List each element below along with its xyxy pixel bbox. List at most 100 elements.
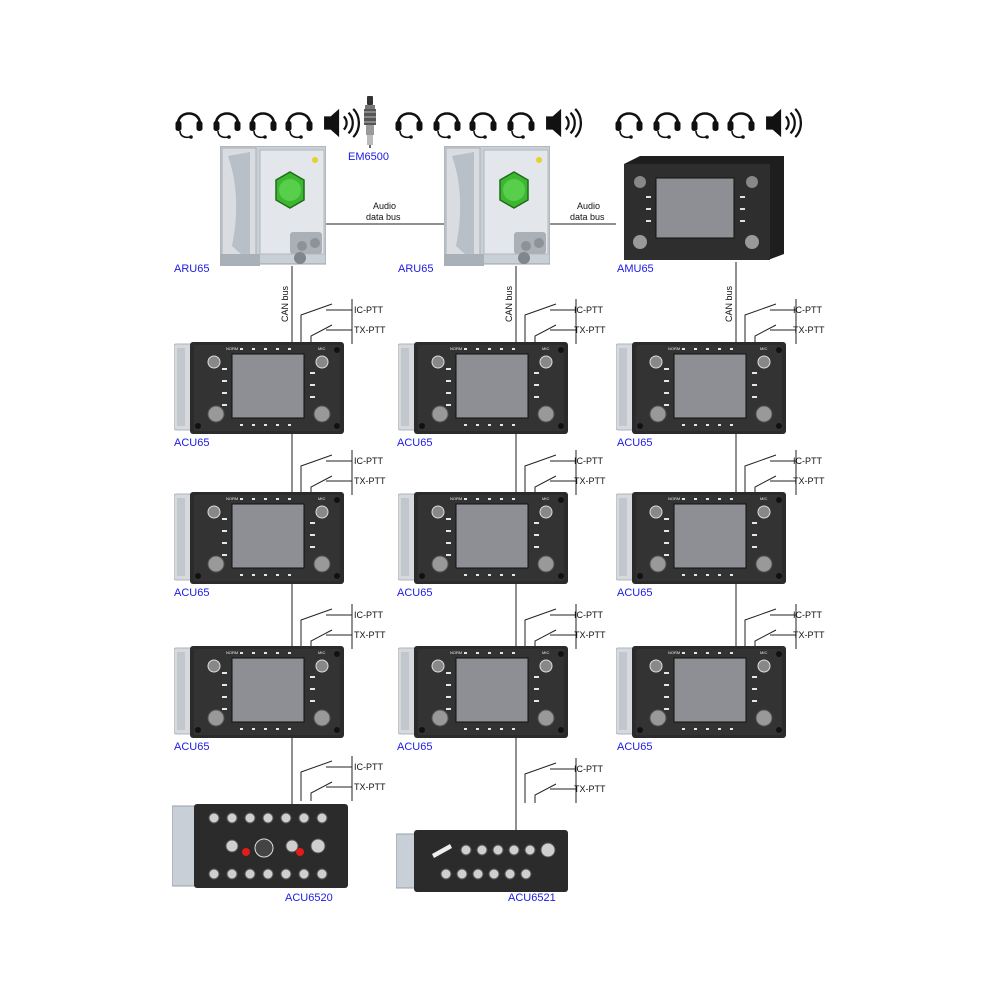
- ic-ptt-label: IC-PTT: [354, 456, 383, 466]
- headset-icon: [248, 112, 278, 140]
- acu65-label: ACU65: [397, 587, 432, 599]
- key-mic-label: MIC: [318, 650, 325, 655]
- acu65-label: ACU65: [174, 437, 209, 449]
- audio-bus-label-left-line2: data bus: [366, 212, 401, 222]
- acu65-label: ACU65: [174, 587, 209, 599]
- headset-group-right: [614, 107, 802, 140]
- acu65-label: ACU65: [174, 741, 209, 753]
- headset-icon: [284, 112, 314, 140]
- switch-icon: [744, 603, 797, 650]
- tx-ptt-label: TX-PTT: [793, 476, 825, 486]
- ptt-switch-group: IC-PTT TX-PTT: [300, 449, 386, 496]
- acu6520-label: ACU6520: [285, 892, 333, 904]
- key-mic-label: MIC: [760, 650, 767, 655]
- acu65-unit: NORM MIC: [174, 342, 344, 434]
- key-norm-label: NORM: [668, 346, 680, 351]
- ic-ptt-label: IC-PTT: [354, 762, 383, 772]
- ptt-switch-group: IC-PTT TX-PTT: [744, 298, 825, 345]
- acu65-label: ACU65: [617, 741, 652, 753]
- switch-icon: [524, 298, 577, 345]
- ptt-switch-group: IC-PTT TX-PTT: [300, 603, 386, 650]
- can-bus-label-right: CAN bus: [724, 285, 734, 322]
- headset-icon: [506, 112, 536, 140]
- tx-ptt-label: TX-PTT: [574, 630, 606, 640]
- key-mic-label: MIC: [542, 346, 549, 351]
- acu65-unit: NORM MIC: [398, 342, 568, 434]
- switch-icon: [300, 298, 353, 345]
- ptt-switch-group: IC-PTT TX-PTT: [300, 755, 386, 802]
- acu65-unit: NORM MIC: [174, 646, 344, 738]
- can-bus-label-center: CAN bus: [504, 285, 514, 322]
- ptt-switch-group: IC-PTT TX-PTT: [524, 298, 606, 345]
- amu65-unit: [623, 156, 785, 261]
- headset-icon: [394, 112, 424, 140]
- tx-ptt-label: TX-PTT: [354, 325, 386, 335]
- aru65-label-left: ARU65: [174, 263, 209, 275]
- switch-icon: [524, 603, 577, 650]
- key-norm-label: NORM: [226, 650, 238, 655]
- ic-ptt-label: IC-PTT: [354, 610, 383, 620]
- ic-ptt-label: IC-PTT: [574, 305, 603, 315]
- can-bus-label-left: CAN bus: [280, 285, 290, 322]
- switch-icon: [744, 298, 797, 345]
- acu65-unit: NORM MIC: [398, 492, 568, 584]
- tx-ptt-label: TX-PTT: [354, 630, 386, 640]
- acu6521-label: ACU6521: [508, 892, 556, 904]
- amu65-label: AMU65: [617, 263, 654, 275]
- audio-bus-label-right-line1: Audio: [577, 201, 600, 211]
- ptt-switch-group: IC-PTT TX-PTT: [300, 298, 386, 345]
- acu65-unit: NORM MIC: [616, 646, 786, 738]
- em6500-label: EM6500: [348, 151, 389, 163]
- ic-ptt-label: IC-PTT: [793, 456, 822, 466]
- key-mic-label: MIC: [760, 496, 767, 501]
- key-norm-label: NORM: [226, 496, 238, 501]
- acu6520-unit: [172, 804, 348, 888]
- ptt-switch-group: IC-PTT TX-PTT: [744, 603, 825, 650]
- switch-icon: [524, 449, 577, 496]
- ic-ptt-label: IC-PTT: [793, 305, 822, 315]
- switch-icon: [300, 755, 353, 802]
- key-mic-label: MIC: [318, 496, 325, 501]
- aru65-unit-left: [220, 146, 326, 267]
- speaker-icon: [764, 107, 802, 139]
- ptt-switch-group: IC-PTT TX-PTT: [744, 449, 825, 496]
- key-norm-label: NORM: [450, 346, 462, 351]
- headset-icon: [432, 112, 462, 140]
- audio-bus-label-left-line1: Audio: [373, 201, 396, 211]
- acu65-unit: NORM MIC: [174, 492, 344, 584]
- ic-ptt-label: IC-PTT: [574, 610, 603, 620]
- ptt-switch-group: IC-PTT TX-PTT: [524, 603, 606, 650]
- headset-group-center: [394, 107, 582, 140]
- microphone-icon: [364, 96, 376, 148]
- speaker-icon: [322, 107, 360, 139]
- key-mic-label: MIC: [542, 650, 549, 655]
- headset-group-left: [174, 107, 360, 140]
- headset-icon: [652, 112, 682, 140]
- ic-ptt-label: IC-PTT: [574, 456, 603, 466]
- key-norm-label: NORM: [226, 346, 238, 351]
- key-mic-label: MIC: [542, 496, 549, 501]
- acu65-label: ACU65: [397, 437, 432, 449]
- ptt-switch-group: IC-PTT TX-PTT: [524, 449, 606, 496]
- switch-icon: [300, 603, 353, 650]
- key-norm-label: NORM: [450, 650, 462, 655]
- headset-icon: [614, 112, 644, 140]
- speaker-icon: [544, 107, 582, 139]
- tx-ptt-label: TX-PTT: [354, 782, 386, 792]
- ic-ptt-label: IC-PTT: [354, 305, 383, 315]
- headset-icon: [690, 112, 720, 140]
- tx-ptt-label: TX-PTT: [574, 325, 606, 335]
- acu65-unit: NORM MIC: [616, 492, 786, 584]
- aru65-unit-center: [444, 146, 550, 267]
- audio-bus-label-right-line2: data bus: [570, 212, 605, 222]
- acu65-label: ACU65: [617, 587, 652, 599]
- tx-ptt-label: TX-PTT: [354, 476, 386, 486]
- headset-icon: [468, 112, 498, 140]
- acu65-label: ACU65: [397, 741, 432, 753]
- switch-icon: [744, 449, 797, 496]
- key-norm-label: NORM: [668, 650, 680, 655]
- switch-icon: [300, 449, 353, 496]
- acu65-unit: NORM MIC: [398, 646, 568, 738]
- ptt-switch-group: IC-PTT TX-PTT: [524, 757, 606, 804]
